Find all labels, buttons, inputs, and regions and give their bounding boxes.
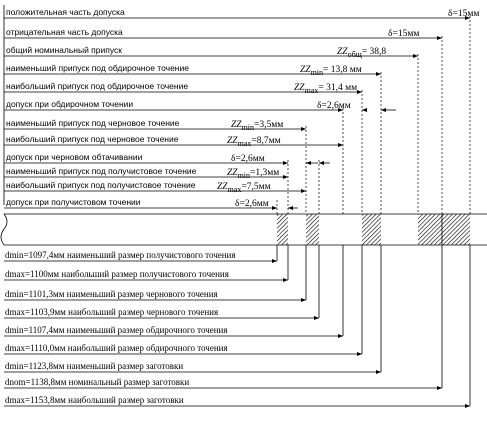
size-label: dmin=1123,8мм наименьший размер заготовк… [5,361,183,371]
size-label: dmin=1107,4мм наименьший размер обдирочн… [5,325,228,335]
top-row-12: допуск при получистовом точении δ=2,6мм [4,197,298,210]
bottom-row-1: dmin=1097,4мм наименьший размер получист… [4,245,278,263]
hatch-rough [306,214,319,245]
arrow-head [283,161,288,165]
dimension-value: ZZmax=7,5мм [217,182,271,194]
arrow-head [319,161,324,165]
dimension-value: ZZmin=3,5мм [231,120,283,132]
arrow-head [272,259,277,263]
dimension-value: δ=2,6мм [235,199,269,209]
bottom-row-5: dmin=1107,4мм наименьший размер обдирочн… [4,245,344,338]
bottom-row-2: dmax=1100мм наибольший размер получистов… [4,245,289,282]
bottom-row-4: dmax=1103,9мм наибольший размер черновог… [4,245,320,320]
bottom-row-8: dnom=1138,8мм номинальный размер заготов… [4,245,443,390]
size-label: dmin=1097,4мм наименьший размер получист… [5,250,236,260]
hatch-blank-tolerance [418,214,470,245]
dimension-value: δ=2,6мм [231,154,265,164]
bottom-row-3: dmin=1101,3мм наименьший размер черновог… [4,245,307,302]
dimension-label: наименьший припуск под обдирочное точени… [6,63,189,73]
arrow-head [272,206,277,210]
bottom-row-7: dmin=1123,8мм наименьший размер заготовк… [4,245,382,374]
dimension-value: ZZmax= 31,4 мм [294,83,357,95]
bottom-dimension-rows: dmin=1097,4мм наименьший размер получист… [4,245,471,408]
dimension-label: наибольший припуск под получистовое точе… [6,180,196,190]
dimension-label: наибольший припуск под обдирочное точени… [6,81,188,91]
dimension-value: δ=15мм [388,29,419,39]
part-body-band [0,213,487,246]
dimension-value: δ=15мм [448,9,479,19]
arrow-head [306,161,311,165]
dimension-value: ZZmin=1,3мм [227,168,279,180]
size-label: dmax=1110,0мм наибольший размер обдирочн… [5,343,228,353]
top-row-1: положительная часть допуска δ=15мм [4,7,479,20]
top-row-5: наибольший припуск под обдирочное точени… [4,81,362,95]
arrow-head [357,90,362,94]
hatch-semifinish [277,214,288,245]
arrow-head [357,352,362,356]
size-label: dmin=1101,3мм наименьший размер черновог… [5,289,218,299]
dimension-value: ZZmin= 13,8 мм [300,65,362,77]
arrow-head [413,54,418,58]
arrow-head [381,108,386,112]
arrow-head [465,404,470,408]
arrow-head [283,175,288,179]
dimension-label: наибольший припуск под черновое точение [6,134,179,144]
size-label: dmax=1153,8мм наибольший размер заготовк… [5,395,184,405]
dimension-label: отрицательная часть допуска [6,27,123,37]
arrow-head [338,334,343,338]
arrow-head [314,316,319,320]
arrow-head [338,143,343,147]
arrow-head [362,108,367,112]
hatch-stripping [362,214,381,245]
top-row-7: наименьший припуск под черновое точение Z… [4,118,306,132]
arrow-head [288,206,293,210]
dimension-label: положительная часть допуска [6,7,125,17]
arrow-head [437,36,442,40]
top-row-6: допуск при обдирочном точении δ=2,6мм [4,99,396,112]
dimension-label: наименьший припуск под черновое точение [6,118,180,128]
arrow-head [465,16,470,20]
arrow-head [338,108,343,112]
top-row-3: общий номинальный припуск ZZобщ= 38,8 [4,45,418,59]
dimension-value: ZZmax=8,7мм [227,136,281,148]
size-label: dmax=1100мм наибольший размер получистов… [5,269,229,279]
dimension-label: допуск при черновом обтачивании [6,152,143,162]
arrow-head [301,127,306,131]
arrow-head [437,386,442,390]
dimension-value: δ=2,6мм [317,101,351,111]
dimension-value: ZZобщ= 38,8 [337,47,386,59]
arrow-head [376,370,381,374]
arrow-head [301,189,306,193]
top-row-10: наименьший припуск под получистовое точе… [4,166,288,180]
top-row-9: допуск при черновом обтачивании δ=2,6мм [4,152,330,165]
arrow-head [301,298,306,302]
top-row-11: наибольший припуск под получистовое точе… [4,180,306,194]
bottom-row-6: dmax=1110,0мм наибольший размер обдирочн… [4,245,363,356]
size-label: dmax=1103,9мм наибольший размер черновог… [5,307,218,317]
top-row-4: наименьший припуск под обдирочное точени… [4,63,381,77]
dimension-label: допуск при получистовом точении [6,197,141,207]
dimension-label: общий номинальный припуск [6,45,122,55]
projection-lines [276,16,471,214]
top-row-2: отрицательная часть допуска δ=15мм [4,27,442,40]
arrow-head [283,278,288,282]
dimension-label: наименьший припуск под получистовое точе… [6,166,197,176]
dimension-label: допуск при обдирочном точении [6,99,133,109]
arrow-head [376,72,381,76]
size-label: dnom=1138,8мм номинальный размер заготов… [5,377,189,387]
bottom-row-9: dmax=1153,8мм наибольший размер заготовк… [4,245,471,408]
top-row-8: наибольший припуск под черновое точение Z… [4,134,343,148]
